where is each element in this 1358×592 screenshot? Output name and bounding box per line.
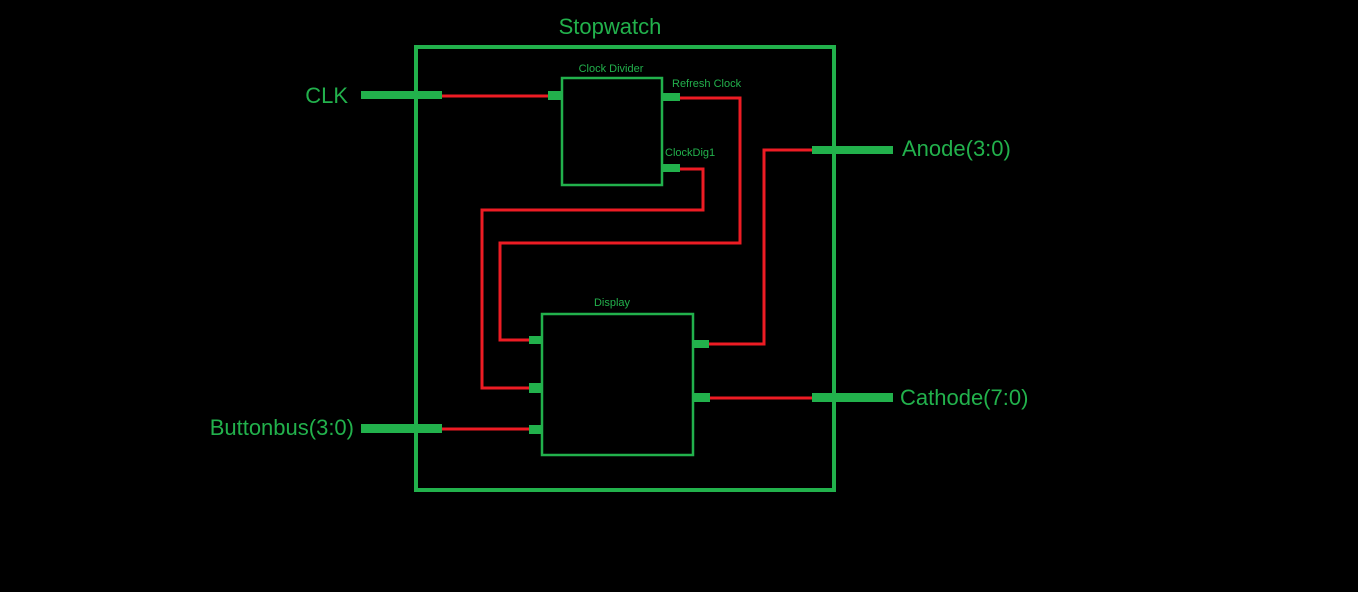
buttonbus-port-bar <box>361 424 442 433</box>
clock-divider-title: Clock Divider <box>579 63 644 75</box>
clock-divider-box <box>560 76 664 187</box>
anode-port-label: Anode(3:0) <box>902 136 1011 161</box>
stopwatch-title: Stopwatch <box>559 14 662 39</box>
anode-port-bar <box>812 146 893 154</box>
cathode-port-bar <box>812 393 893 402</box>
clock-divider-block: Clock Divider Refresh Clock ClockDig1 <box>548 63 742 187</box>
clockdig1-output-pin <box>662 164 680 172</box>
clockdig1-label: ClockDig1 <box>665 147 715 159</box>
display-cathode-output-pin <box>693 393 710 402</box>
display-box <box>540 312 695 457</box>
wire-refresh-clock-to-display <box>498 96 742 342</box>
buttonbus-port-label: Buttonbus(3:0) <box>210 415 354 440</box>
wires <box>442 94 812 431</box>
display-clockdig1-input-pin <box>529 383 542 393</box>
cathode-port-label: Cathode(7:0) <box>900 385 1028 410</box>
stopwatch-module-box <box>414 45 836 492</box>
clk-port-bar <box>361 91 442 99</box>
wire-clockdig1-to-display <box>480 167 705 390</box>
clock-divider-input-pin <box>548 91 562 100</box>
wire-display-to-anode <box>709 148 812 346</box>
display-title: Display <box>594 297 631 309</box>
refresh-clock-output-pin <box>662 93 680 101</box>
display-block: Display <box>529 297 710 457</box>
display-buttonbus-input-pin <box>529 425 542 434</box>
display-anode-output-pin <box>693 340 709 348</box>
refresh-clock-label: Refresh Clock <box>672 78 742 90</box>
display-refresh-input-pin <box>529 336 542 344</box>
clk-port-label: CLK <box>305 83 348 108</box>
